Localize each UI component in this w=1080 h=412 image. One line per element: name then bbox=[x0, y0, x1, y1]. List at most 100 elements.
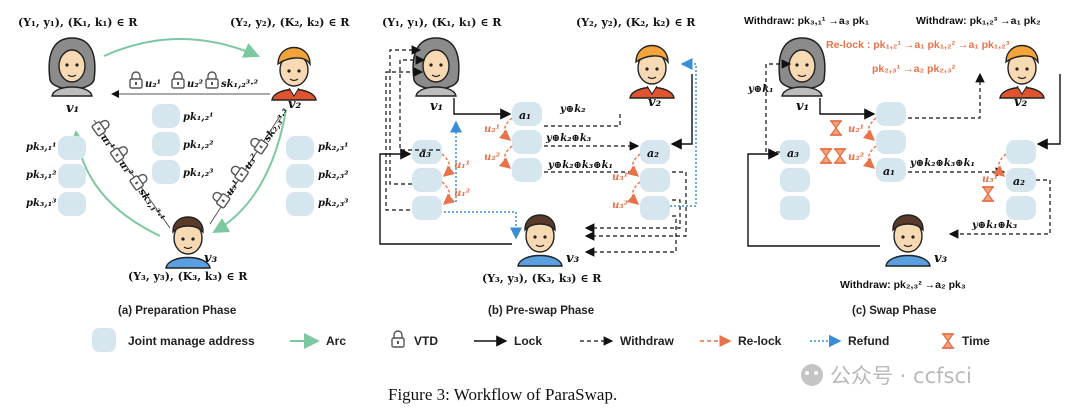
c-a1-box-2 bbox=[876, 130, 906, 154]
panel-swap: Withdraw: pk₃,₁¹ →a₃ pk₁ Withdraw: pk₁,₂… bbox=[744, 15, 1061, 317]
a-vtd-top-2: u₂² bbox=[187, 79, 204, 90]
b-user-v2-avatar bbox=[629, 44, 675, 99]
b-withdraw-a3-v1 bbox=[399, 55, 440, 151]
legend-joint-swatch bbox=[92, 328, 116, 352]
c-hourglass-icon-4 bbox=[981, 186, 995, 202]
b-node-v1: v₁ bbox=[430, 99, 443, 114]
a-left-key-3: pk₃,₁³ bbox=[26, 198, 57, 209]
a-joint-box-center-3 bbox=[152, 160, 180, 184]
a-node-v2: v₂ bbox=[288, 97, 302, 112]
legend-lock-label: Lock bbox=[514, 334, 542, 348]
b-withdraw-a3-v1-3 bbox=[385, 67, 424, 211]
b-v3-set: (Y₃, y₃), (K₃, k₃) ∈ R bbox=[482, 272, 602, 285]
b-lock-v1-a1 bbox=[453, 98, 512, 120]
c-caption: (c) Swap Phase bbox=[852, 305, 936, 317]
a-right-key-1: pk₂,₃¹ bbox=[318, 142, 349, 153]
b-a3-box-3 bbox=[412, 196, 442, 220]
a-user-v2-avatar bbox=[271, 46, 317, 101]
legend-vtd-icon bbox=[391, 330, 405, 348]
a-vtd-right-1: u₃¹ bbox=[224, 179, 242, 198]
b-lock-v3-a3 bbox=[379, 148, 512, 245]
c-withdraw-v3: Withdraw: pk₂,₃² →a₂ pk₃ bbox=[840, 279, 966, 291]
a-vtd-left-3: sk₃,₁³·¹ bbox=[136, 187, 166, 224]
c-a1-box-3 bbox=[876, 158, 906, 182]
c-u-3: u₃¹ bbox=[982, 174, 998, 185]
c-edge-label-v1: y⊕k₁ bbox=[747, 84, 774, 95]
b-user-v3-avatar bbox=[517, 214, 563, 267]
c-a2-box-1 bbox=[1006, 140, 1036, 164]
a-vtd-left-2: u₁² bbox=[116, 159, 135, 179]
a-right-key-3: pk₂,₃³ bbox=[318, 198, 349, 209]
b-node-v3: v₃ bbox=[566, 251, 580, 266]
b-u-a3-2: u₁² bbox=[454, 188, 471, 199]
legend-arc-label: Arc bbox=[326, 334, 346, 348]
watermark-text: 公众号 · ccfsci bbox=[830, 364, 972, 388]
c-node-v3: v₃ bbox=[934, 251, 948, 266]
c-a3-box-1 bbox=[780, 140, 810, 164]
a-vtd-line-left bbox=[93, 119, 171, 229]
a-v1-set: (Y₁, y₁), (K₁, k₁) ∈ R bbox=[18, 16, 138, 29]
legend-relock-label: Re-lock bbox=[738, 334, 782, 348]
b-v2-set: (Y₂, y₂), (K₂, k₂) ∈ R bbox=[576, 16, 696, 29]
c-u-1: u₂¹ bbox=[848, 124, 864, 135]
a-vtd-left-1: u₁¹ bbox=[98, 133, 116, 152]
b-withdraw-a3-v1-2 bbox=[389, 45, 422, 185]
a-lock-icon-3 bbox=[205, 71, 219, 89]
figure-caption: Figure 3: Workflow of ParaSwap. bbox=[388, 385, 617, 404]
a-center-key-3: pk₁,₂³ bbox=[183, 168, 214, 179]
c-edge-label-v3: y⊕k₁⊕k₃ bbox=[971, 220, 1018, 231]
c-a1-label: a₁ bbox=[883, 165, 895, 178]
a-arc-v1-v2 bbox=[103, 38, 260, 58]
b-relock-a3-2 bbox=[441, 181, 456, 205]
b-relock-a2-2 bbox=[626, 181, 641, 205]
c-withdraw-v2: Withdraw: pk₁,₂³ →a₁ pk₂ bbox=[916, 15, 1041, 27]
b-u-a2-2: u₃² bbox=[612, 200, 629, 211]
a-vtd-right-3: sk₂,₃³·³ bbox=[262, 107, 293, 144]
b-a3-box-1 bbox=[412, 140, 442, 164]
c-hourglass-icon-1 bbox=[829, 120, 843, 136]
a-v2-set: (Y₂, y₂), (K₂, k₂) ∈ R bbox=[230, 16, 350, 29]
c-relock-a1-1 bbox=[862, 117, 877, 141]
c-a3-box-2 bbox=[780, 168, 810, 192]
a-right-key-2: pk₂,₃² bbox=[318, 170, 349, 181]
c-relock-1: Re-lock : pk₁,₂¹ →a₁ pk₁,₂² →a₁ pk₁,₂³ bbox=[826, 39, 1010, 51]
a-vtd-top-1: u₂¹ bbox=[145, 79, 161, 90]
c-withdraw-a2-v3 bbox=[948, 179, 1051, 239]
b-edge-label-2: y⊕k₂⊕k₃ bbox=[545, 133, 592, 144]
b-caption: (b) Pre-swap Phase bbox=[488, 305, 594, 317]
c-lock-v1-a1 bbox=[819, 98, 876, 120]
c-withdraw-v1: Withdraw: pk₃,₁¹ →a₃ pk₁ bbox=[744, 15, 869, 27]
a-center-key-2: pk₁,₂² bbox=[183, 140, 214, 151]
b-u-a2-1: u₃¹ bbox=[612, 172, 628, 183]
b-edge-label-3: y⊕k₂⊕k₃⊕k₁ bbox=[547, 160, 613, 171]
b-withdraw-a2-v3-3 bbox=[584, 215, 677, 257]
b-a2-box-3 bbox=[640, 196, 670, 220]
b-a3-label: a₃ bbox=[419, 147, 431, 160]
b-relock-a3-1 bbox=[441, 153, 456, 177]
a-center-key-1: pk₁,₂¹ bbox=[183, 112, 214, 123]
b-refund-a2-v2 bbox=[670, 58, 697, 207]
b-withdraw-a1 bbox=[544, 114, 621, 127]
b-u-a1-1: u₂¹ bbox=[484, 124, 500, 135]
legend-refund-label: Refund bbox=[848, 334, 889, 348]
legend-joint-label: Joint manage address bbox=[128, 334, 255, 348]
c-withdraw-a1-v2 bbox=[908, 72, 985, 119]
c-hourglass-icon-3 bbox=[833, 148, 847, 164]
b-lock-v2-a2 bbox=[670, 74, 693, 150]
wechat-icon bbox=[801, 364, 823, 386]
legend: Joint manage address Arc VTD Lock Withdr… bbox=[92, 328, 990, 352]
a-lock-icon-1 bbox=[129, 71, 143, 89]
a-joint-box-left-2 bbox=[58, 164, 86, 188]
b-a3-box-2 bbox=[412, 168, 442, 192]
c-relock-2: pk₂,₃¹ →a₂ pk₂,₃² bbox=[872, 63, 956, 75]
panel-preparation: (Y₁, y₁), (K₁, k₁) ∈ R (Y₂, y₂), (K₂, k₂… bbox=[18, 16, 350, 317]
b-v1-set: (Y₁, y₁), (K₁, k₁) ∈ R bbox=[382, 16, 502, 29]
b-a2-box-1 bbox=[640, 140, 670, 164]
a-joint-box-right-2 bbox=[286, 164, 314, 188]
b-u-a3-1: u₁¹ bbox=[454, 160, 470, 171]
c-a2-box-3 bbox=[1006, 196, 1036, 220]
c-node-v1: v₁ bbox=[796, 99, 809, 114]
a-caption: (a) Preparation Phase bbox=[118, 305, 236, 317]
b-a1-box-2 bbox=[512, 130, 542, 154]
